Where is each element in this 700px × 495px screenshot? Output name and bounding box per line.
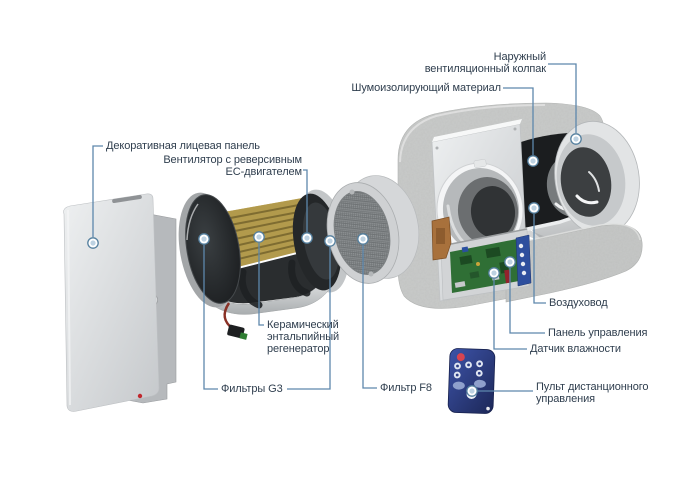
label-control-panel: Панель управления [548,327,648,339]
filter-f8-disc [326,175,420,284]
label-air-duct: Воздуховод [549,297,608,309]
outdoor-hood [554,120,640,236]
remote-power-button [456,353,465,362]
leader-fan [303,169,308,232]
brand-mark [137,393,143,399]
marker [301,232,313,244]
remote-control [447,348,496,414]
panel-face [63,193,160,412]
front-panel [63,193,177,412]
duct-opening [436,159,524,263]
label-outdoor-hood: Наружный вентиляционный колпак [424,51,546,75]
label-fan: Вентилятор с реверсивным ЕС-двигателем [163,154,302,178]
label-ceramic-regenerator: Керамический энтальпийный регенератор [267,319,340,355]
marker [324,235,336,247]
marker [357,233,369,245]
marker [528,202,540,214]
marker [504,256,516,268]
leader-f8 [362,245,377,389]
filter-g3-left [178,192,241,308]
marker [253,231,265,243]
leader-lines [92,63,577,392]
leader-front-panel [92,145,103,237]
label-remote-control: Пульт дистанционного управления [536,381,649,405]
leader-ceramic [258,243,264,326]
control-board [450,239,519,293]
terminal-strip [515,234,532,287]
marker [570,133,582,145]
label-sound-material: Шумоизолирующий материал [351,82,501,94]
wall-block-lower [505,223,643,303]
marker [488,267,500,279]
marker [87,237,99,249]
electronics-compartment [440,228,532,301]
leader-g3-right [287,247,331,390]
cartridge-assembly [178,189,350,340]
indoor-unit [431,119,532,302]
label-humidity-sensor: Датчик влажности [530,343,621,355]
leader-g3-left [203,245,218,390]
marker [198,233,210,245]
callout-markers [87,133,582,397]
label-filter-f8: Фильтр F8 [380,382,432,394]
leader-sound-material [503,87,534,155]
air-duct-assembly [516,120,640,249]
label-filters-g3: Фильтры G3 [221,383,283,395]
marker [466,385,478,397]
marker [527,155,539,167]
leader-outdoor-hood [548,63,577,133]
leader-humidity-sensor [493,279,527,350]
humidity-sensor-part [504,269,511,284]
leader-air-duct [533,214,546,304]
panel-slot [112,194,142,204]
leader-control-panel [509,268,545,334]
label-front-panel: Декоративная лицевая панель [106,140,260,152]
